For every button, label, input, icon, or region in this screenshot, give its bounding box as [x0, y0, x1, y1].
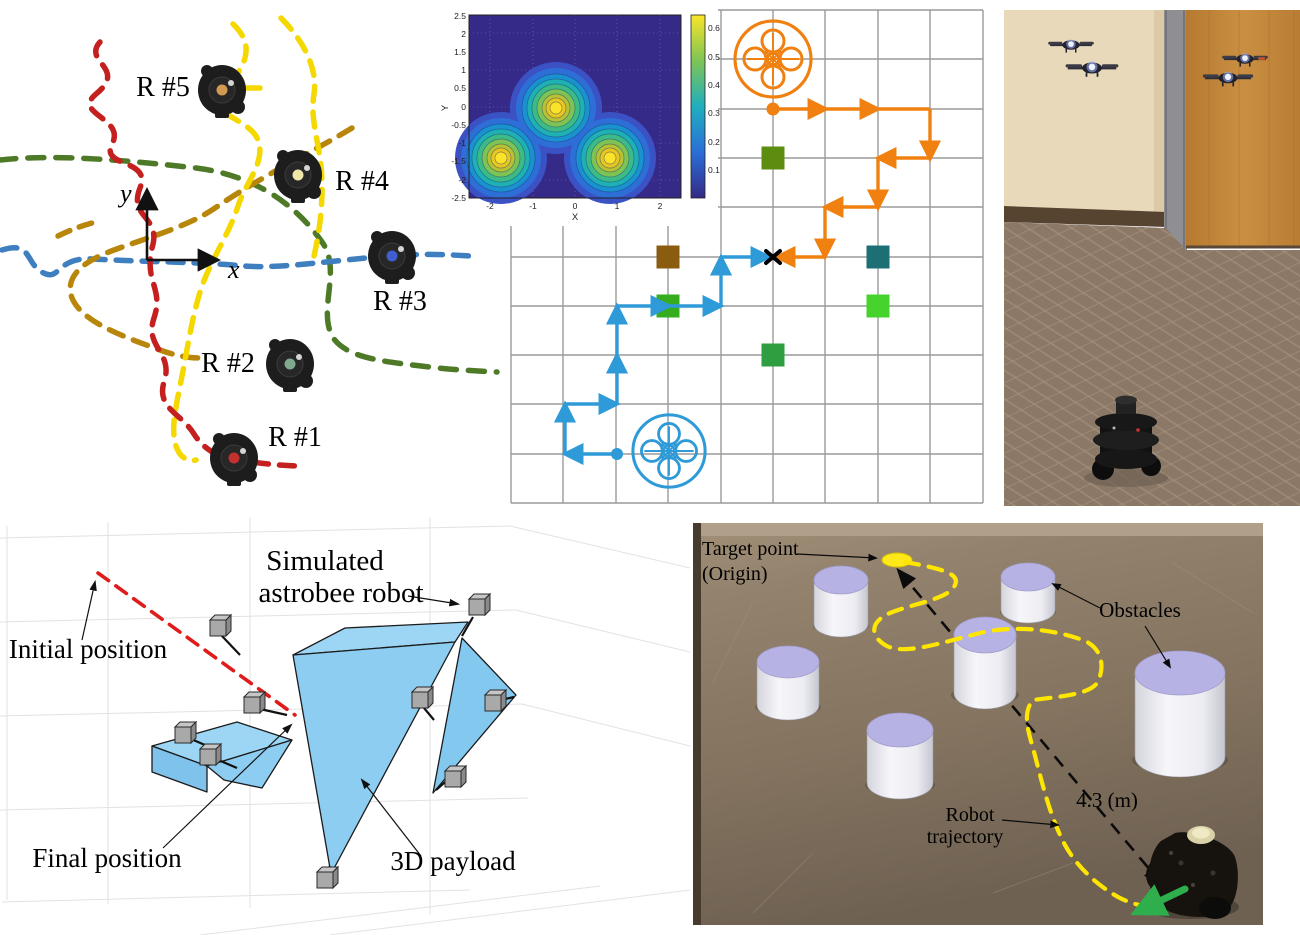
cylinder [1000, 562, 1056, 624]
square-brown [656, 245, 680, 269]
label-distance: 4.3 (m) [1076, 788, 1138, 812]
y-tick: 2 [461, 29, 466, 39]
label-astrobee-robot: astrobee robot [258, 577, 423, 609]
robot-r1-icon [209, 432, 259, 487]
annotation-arrows [81, 579, 461, 857]
y-tick: 1 [461, 65, 466, 75]
photo-obstacle-course: Target point (Origin) Obstacles Robot tr… [693, 523, 1263, 925]
trajectory-gold-spur [55, 219, 99, 239]
y-tick: 0 [461, 102, 466, 112]
robot-r5-icon [197, 64, 247, 119]
y-tick: -2 [458, 175, 466, 185]
coordinate-axes [135, 186, 222, 272]
y-tick: 1.5 [454, 47, 466, 57]
y-tick: -2.5 [451, 193, 466, 203]
cbar-tick: 0.3 [708, 108, 720, 118]
x-tick: 0 [573, 201, 578, 211]
meeting-point-marker [764, 249, 782, 265]
x-tick: 2 [658, 201, 663, 211]
label-r4: R #4 [335, 166, 389, 197]
label-3d-payload: 3D payload [390, 846, 516, 876]
hall-ground-robot [1084, 395, 1168, 487]
square-olive [761, 146, 785, 170]
x-tick: -2 [486, 201, 494, 211]
robot-r3-icon [367, 230, 417, 285]
label-simulated: Simulated [266, 545, 384, 577]
hall-wall [1004, 10, 1166, 216]
robot-r2-icon [265, 338, 315, 393]
contour-ylabel: Y [440, 104, 451, 111]
y-tick: -1.5 [451, 156, 466, 166]
cylinder [813, 565, 869, 638]
label-r1: R #1 [268, 422, 322, 453]
trajectory-red [87, 39, 303, 469]
orange-drone-path [773, 97, 942, 269]
robot-r4-icon [273, 149, 323, 204]
course-robot [1143, 826, 1239, 919]
label-final-position: Final position [32, 843, 182, 873]
photo-hallway-drones [1004, 10, 1300, 506]
label-initial-position: Initial position [9, 634, 168, 664]
y-tick: 2.5 [454, 11, 466, 21]
robot-trajectories [0, 15, 500, 469]
cbar-tick: 0.1 [708, 165, 720, 175]
cylinder [755, 645, 821, 721]
orange-start-dot [766, 102, 780, 116]
square-forest [761, 343, 785, 367]
label-robot: Robot [946, 804, 995, 826]
axis-y-label: y [117, 179, 132, 208]
y-tick: 0.5 [454, 83, 466, 93]
y-tick: -0.5 [451, 120, 466, 130]
x-tick: -1 [529, 201, 537, 211]
label-r2: R #2 [201, 348, 255, 379]
square-lightgreen [866, 294, 890, 318]
cylinder [1132, 650, 1228, 778]
contour-bumps [455, 62, 656, 204]
label-target-point: Target point [702, 538, 799, 560]
label-obstacles: Obstacles [1099, 598, 1181, 622]
target-point-marker [881, 552, 913, 568]
cylinder [951, 616, 1019, 710]
drone-icon [1221, 52, 1269, 68]
fig-3d-payload: Initial position Simulated astrobee robo… [0, 518, 691, 935]
label-r5: R #5 [136, 72, 190, 103]
contour-xlabel: X [572, 212, 579, 223]
cbar-tick: 0.5 [708, 52, 720, 62]
obstacle-cylinders [755, 562, 1228, 800]
x-tick: 1 [615, 201, 620, 211]
hall-door-frame [1164, 10, 1187, 250]
colorbar [690, 14, 706, 199]
cbar-tick: 0.4 [708, 80, 720, 90]
blue-drone-path [553, 245, 773, 466]
blue-drone-icon [631, 413, 707, 489]
axis-x-label: x [227, 255, 240, 284]
cbar-tick: 0.6 [708, 23, 720, 33]
robot-trajectory-path [872, 559, 1172, 912]
contour-inset: 0.6 0.5 0.4 0.3 0.2 0.1 2.5 2 1.5 1 0.5 … [440, 0, 720, 226]
y-tick: -1 [458, 138, 466, 148]
hall-door [1186, 10, 1300, 248]
distance-dashed-line [896, 567, 1164, 887]
heading-green-arrow [1130, 884, 1189, 916]
square-teal [866, 245, 890, 269]
label-origin: (Origin) [702, 563, 768, 585]
initial-position-line [96, 571, 297, 717]
label-trajectory: trajectory [927, 826, 1004, 848]
fig-grid-planner: 0.6 0.5 0.4 0.3 0.2 0.1 2.5 2 1.5 1 0.5 … [440, 0, 984, 504]
trajectory-yellow-b [278, 15, 325, 259]
fig-multi-robot-trajectories: y x R #5 R #4 R #3 R #2 R #1 [0, 15, 500, 487]
hall-baseboard [1004, 206, 1166, 227]
annotation-arrows [796, 553, 1171, 829]
label-r3: R #3 [373, 286, 427, 317]
cylinder [865, 712, 935, 800]
cbar-tick: 0.2 [708, 137, 720, 147]
blue-start-dot [611, 448, 623, 460]
